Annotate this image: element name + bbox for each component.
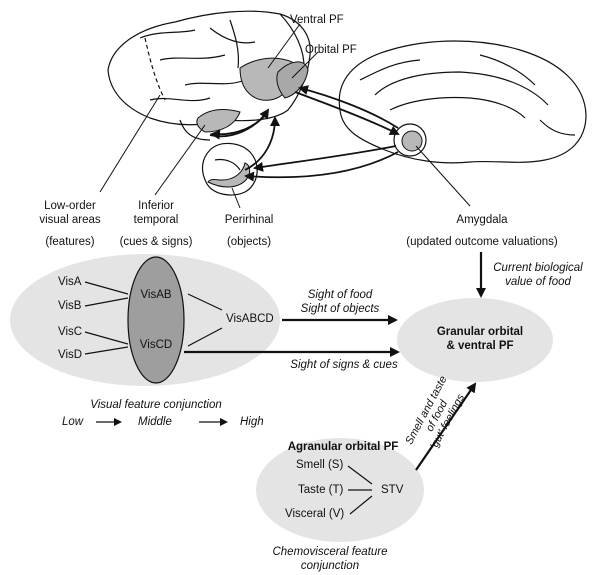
chemo-connections bbox=[347, 465, 373, 515]
amygdala-sub: (updated outcome valuations) bbox=[406, 236, 558, 248]
sight-food-label: Sight of food bbox=[307, 289, 373, 301]
amygdala-label: Amygdala bbox=[456, 214, 508, 226]
scale-low: Low bbox=[62, 416, 84, 428]
node-visb: VisB bbox=[58, 300, 82, 312]
sight-signs-label: Sight of signs & cues bbox=[290, 359, 398, 371]
chemo-smell: Smell (S) bbox=[296, 459, 344, 471]
chemo-stv: STV bbox=[381, 484, 404, 496]
main-arrows bbox=[184, 252, 486, 471]
ventral-pf-label: Ventral PF bbox=[290, 14, 344, 26]
chemo-visceral: Visceral (V) bbox=[285, 508, 345, 520]
chemo-caption-1: Chemovisceral feature bbox=[272, 546, 388, 558]
node-visc: VisC bbox=[58, 326, 83, 338]
perirhinal-region bbox=[207, 162, 251, 188]
scale-high: High bbox=[240, 416, 264, 428]
chemo-taste: Taste (T) bbox=[298, 484, 344, 496]
chemo-title: Agranular orbital PF bbox=[287, 441, 399, 453]
bio-value-label-2: value of food bbox=[505, 276, 571, 288]
target-label-2: & ventral PF bbox=[446, 340, 514, 352]
low-order-sub: (features) bbox=[45, 236, 95, 248]
node-visd: VisD bbox=[58, 349, 83, 361]
low-order-label-2: visual areas bbox=[39, 214, 101, 226]
medial-brain bbox=[338, 40, 587, 164]
inferior-label-2: temporal bbox=[133, 214, 179, 226]
perirhinal-sub: (objects) bbox=[226, 236, 272, 248]
visual-connections bbox=[84, 281, 223, 355]
bio-value-label-1: Current biological bbox=[493, 262, 583, 274]
chemo-caption-2: conjunction bbox=[300, 560, 360, 572]
perirhinal-label: Perirhinal bbox=[224, 214, 274, 226]
low-order-label-1: Low-order bbox=[44, 200, 96, 212]
target-label-1: Granular orbital bbox=[436, 326, 524, 338]
inferior-temporal-region bbox=[196, 109, 241, 133]
amygdala-region bbox=[401, 130, 423, 152]
node-visabcd: VisABCD bbox=[226, 313, 274, 325]
target-ellipse bbox=[397, 298, 553, 382]
chemovisceral-ellipse bbox=[256, 438, 424, 542]
vis-middle-column bbox=[127, 256, 185, 384]
node-viscd: VisCD bbox=[139, 339, 173, 351]
visual-caption: Visual feature conjunction bbox=[90, 399, 222, 411]
sight-objects-label: Sight of objects bbox=[300, 303, 380, 315]
orbital-pf-label: Orbital PF bbox=[305, 44, 357, 56]
inferior-label-1: Inferior bbox=[138, 200, 174, 212]
scale-middle: Middle bbox=[138, 416, 172, 428]
node-visab: VisAB bbox=[140, 289, 172, 301]
brain-connections bbox=[209, 85, 400, 182]
inferior-sub: (cues & signs) bbox=[119, 236, 193, 248]
node-visa: VisA bbox=[58, 276, 82, 288]
pointer-lines bbox=[99, 23, 471, 209]
